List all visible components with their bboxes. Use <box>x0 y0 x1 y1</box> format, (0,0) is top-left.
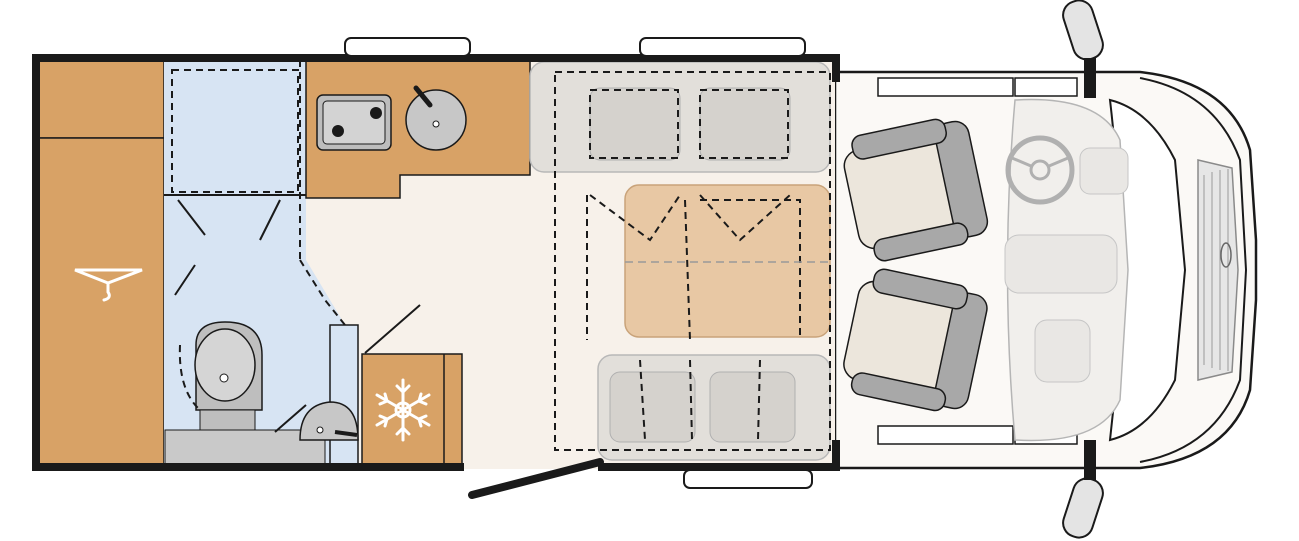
lift-bed-outline <box>554 71 831 451</box>
cab-window-bottom <box>877 425 1014 445</box>
bonnet <box>1139 77 1248 463</box>
hob-icon <box>316 94 392 151</box>
window-bottom <box>683 469 813 489</box>
kitchen <box>305 59 531 199</box>
bathroom-wall <box>329 324 359 466</box>
snowflake-icon <box>375 378 431 442</box>
cab-seat-driver <box>843 118 989 262</box>
cab-seat-passenger <box>843 268 988 412</box>
grille-slats <box>1203 169 1229 371</box>
hanger-icon <box>74 268 143 302</box>
sink-icon <box>405 85 467 151</box>
washbasin <box>299 401 359 441</box>
steering-wheel-icon <box>1005 135 1075 205</box>
mirror-right <box>1062 440 1104 539</box>
cab-window-top <box>877 77 1014 97</box>
dash-console-upper <box>1079 147 1129 195</box>
outer-walls <box>32 54 840 471</box>
center-console <box>1004 234 1118 294</box>
bathroom <box>164 60 359 466</box>
wardrobe <box>36 59 165 466</box>
toilet <box>164 321 326 466</box>
dash-console-lower <box>1034 319 1091 383</box>
cab-area <box>833 0 1258 539</box>
dinette-table <box>624 184 831 338</box>
dinette <box>529 61 831 461</box>
fridge <box>361 353 463 466</box>
brand-badge-icon <box>1220 242 1232 268</box>
skylight-top-left <box>344 37 471 57</box>
entrance-door <box>468 458 604 499</box>
shower-tray <box>171 69 299 193</box>
door-swing-line <box>364 304 421 354</box>
skylight-top-right <box>639 37 806 57</box>
mirror-left <box>1062 0 1104 98</box>
cab-window-top-2 <box>1014 77 1078 97</box>
